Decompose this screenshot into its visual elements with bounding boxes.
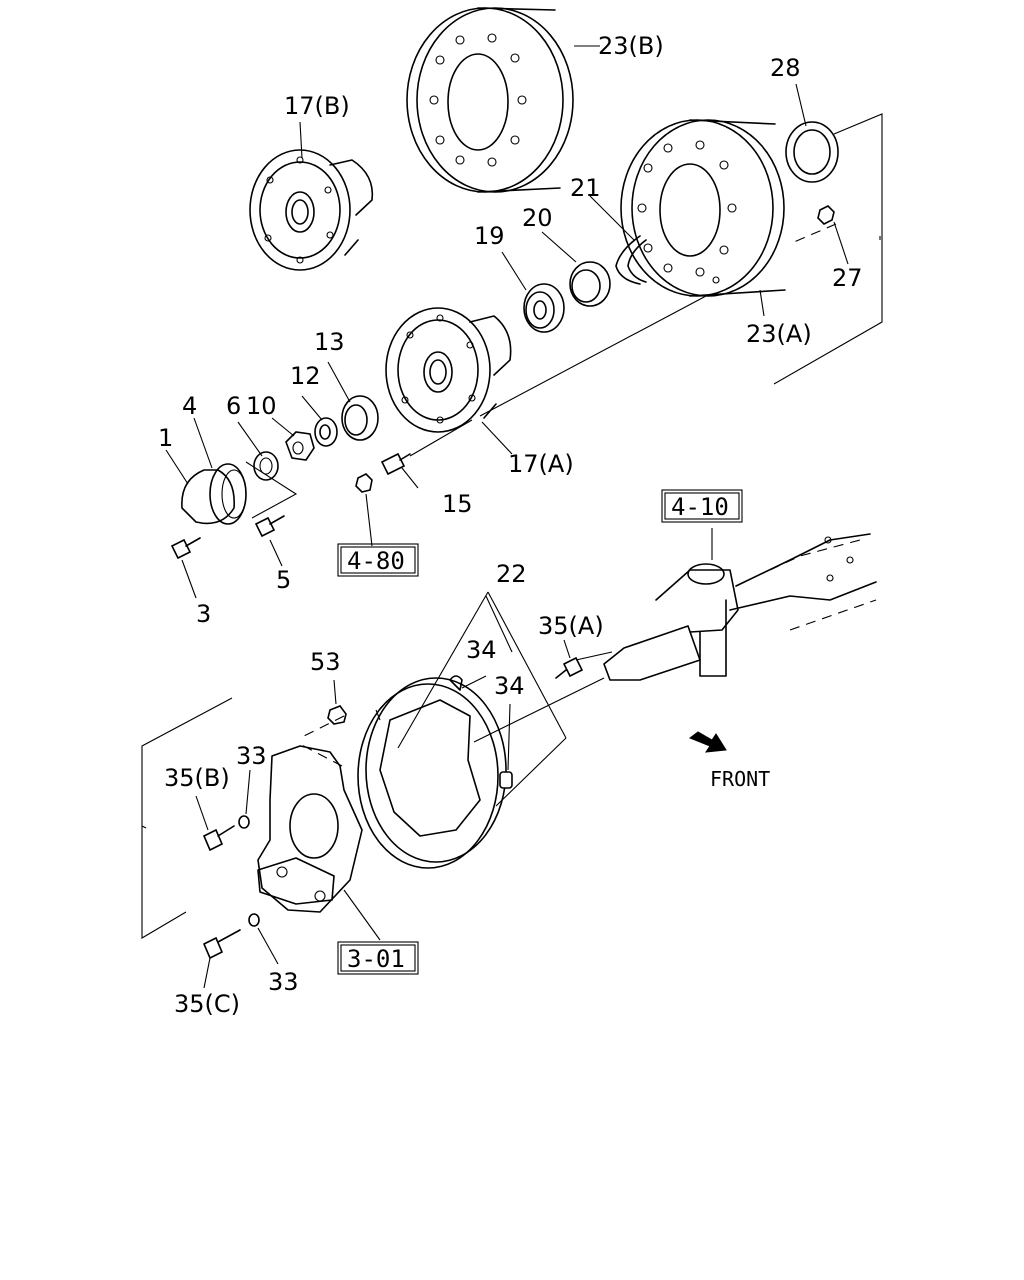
label-13: 13	[314, 328, 345, 356]
bolt-35c	[202, 929, 241, 960]
label-19: 19	[474, 222, 505, 250]
label-12: 12	[290, 362, 321, 390]
front-label: FRONT	[710, 767, 770, 791]
reference-box-4-10: 4-10	[661, 489, 743, 523]
label-53: 53	[310, 648, 341, 676]
bearing-19	[523, 283, 565, 333]
label-35c: 35(C)	[174, 990, 240, 1018]
front-indicator: FRONT	[688, 731, 770, 791]
label-23a: 23(A)	[746, 320, 812, 348]
reference-box-3-01: 3-01	[337, 941, 419, 975]
label-17a: 17(A)	[508, 450, 574, 478]
oil-seal-28	[785, 121, 839, 183]
label-1: 1	[158, 424, 173, 452]
nut-4-80	[355, 473, 373, 493]
label-10: 10	[246, 392, 277, 420]
label-17b: 17(B)	[284, 92, 350, 120]
label-21: 21	[570, 174, 601, 202]
bolt-5	[254, 515, 285, 538]
label-28: 28	[770, 54, 801, 82]
label-35a: 35(A)	[538, 612, 604, 640]
label-20: 20	[522, 204, 553, 232]
bolt-35a	[555, 656, 584, 679]
lock-washer-6	[253, 451, 279, 481]
wheel-hub-17b	[249, 149, 374, 271]
label-34-upper: 34	[466, 636, 497, 664]
washer-33-lower	[248, 913, 260, 927]
snap-ring-21	[615, 235, 647, 285]
hub-cap-1	[181, 463, 247, 525]
label-22: 22	[496, 560, 527, 588]
reference-4-10: 4-10	[671, 493, 729, 521]
backing-plate-22	[357, 675, 513, 869]
label-27: 27	[832, 264, 863, 292]
lock-nut-10	[285, 431, 315, 461]
washer-33-upper	[238, 815, 250, 829]
bearing-race-20	[569, 261, 611, 307]
anchor-plate-3-01	[257, 745, 363, 913]
label-35b: 35(B)	[164, 764, 230, 792]
reference-box-4-80: 4-80	[337, 543, 419, 577]
stud-bolt-15	[380, 452, 411, 476]
label-6: 6	[226, 392, 241, 420]
hub-nut-27	[817, 205, 835, 225]
part-labels: 1 3 4 5 6 10 12 13 15 17(A) 17(B) 19 20 …	[158, 32, 863, 1018]
label-4: 4	[182, 392, 197, 420]
front-arrow-icon	[688, 731, 727, 753]
axle-knuckle-4-10	[603, 533, 877, 681]
nut-53	[327, 705, 347, 725]
brake-drum-23b	[406, 7, 574, 193]
brake-drum-23a	[620, 119, 786, 297]
reference-3-01: 3-01	[347, 945, 405, 973]
label-23b: 23(B)	[598, 32, 664, 60]
label-5: 5	[276, 566, 291, 594]
label-33-upper: 33	[236, 742, 267, 770]
label-34-lower: 34	[494, 672, 525, 700]
leader-lines	[141, 45, 883, 989]
bolt-3	[170, 537, 201, 560]
label-3: 3	[196, 600, 211, 628]
label-15: 15	[442, 490, 473, 518]
washer-12	[314, 417, 338, 447]
label-33-lower: 33	[268, 968, 299, 996]
wheel-hub-17a	[385, 307, 512, 433]
bearing-13	[341, 395, 379, 441]
reference-4-80: 4-80	[347, 547, 405, 575]
bolt-35b	[202, 825, 235, 852]
